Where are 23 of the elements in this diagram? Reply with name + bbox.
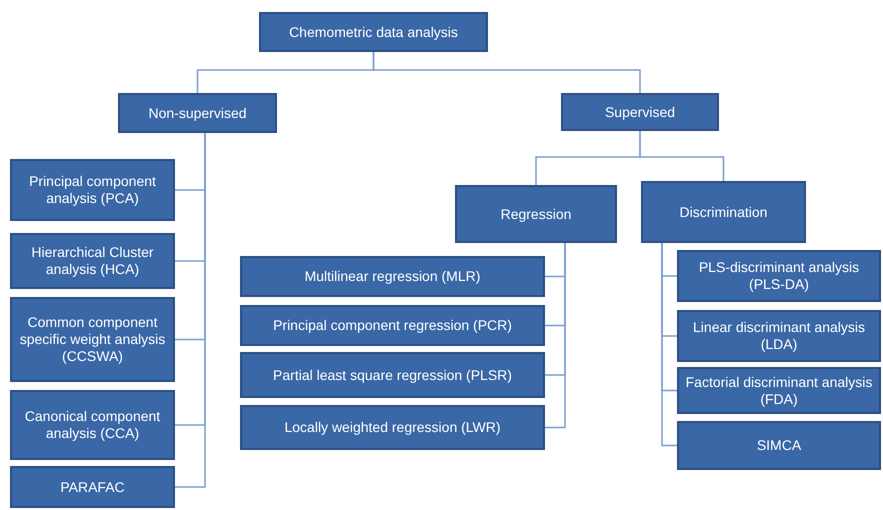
connector-line [175, 133, 206, 488]
process-box: Hierarchical Cluster analysis (HCA) [10, 233, 175, 289]
process-box: Supervised [561, 93, 719, 131]
process-box: Regression [455, 185, 617, 243]
process-box: Common component specific weight analysis (CCSWA) [10, 297, 175, 382]
connector-line [545, 243, 566, 428]
process-box: Principal component regression (PCR) [240, 305, 545, 346]
process-box: Principal component analysis (PCA) [10, 159, 175, 221]
process-box: Multilinear regression (MLR) [240, 256, 545, 297]
process-box: SIMCA [677, 421, 881, 470]
process-box: Locally weighted regression (LWR) [240, 405, 545, 450]
connector-line [639, 131, 724, 181]
process-box: Factorial discriminant analysis (FDA) [677, 367, 881, 414]
process-box: PARAFAC [10, 466, 175, 508]
connector-line [661, 243, 677, 446]
process-box: Partial least square regression (PLSR) [240, 352, 545, 398]
process-box: Discrimination [641, 181, 806, 243]
process-box: Non-supervised [118, 93, 277, 133]
process-box: Linear discriminant analysis (LDA) [677, 310, 881, 362]
process-box: Canonical component analysis (CCA) [10, 390, 175, 460]
connector-line [372, 52, 641, 93]
process-box: PLS-discriminant analysis (PLS-DA) [677, 250, 881, 302]
process-box: Chemometric data analysis [259, 12, 488, 52]
